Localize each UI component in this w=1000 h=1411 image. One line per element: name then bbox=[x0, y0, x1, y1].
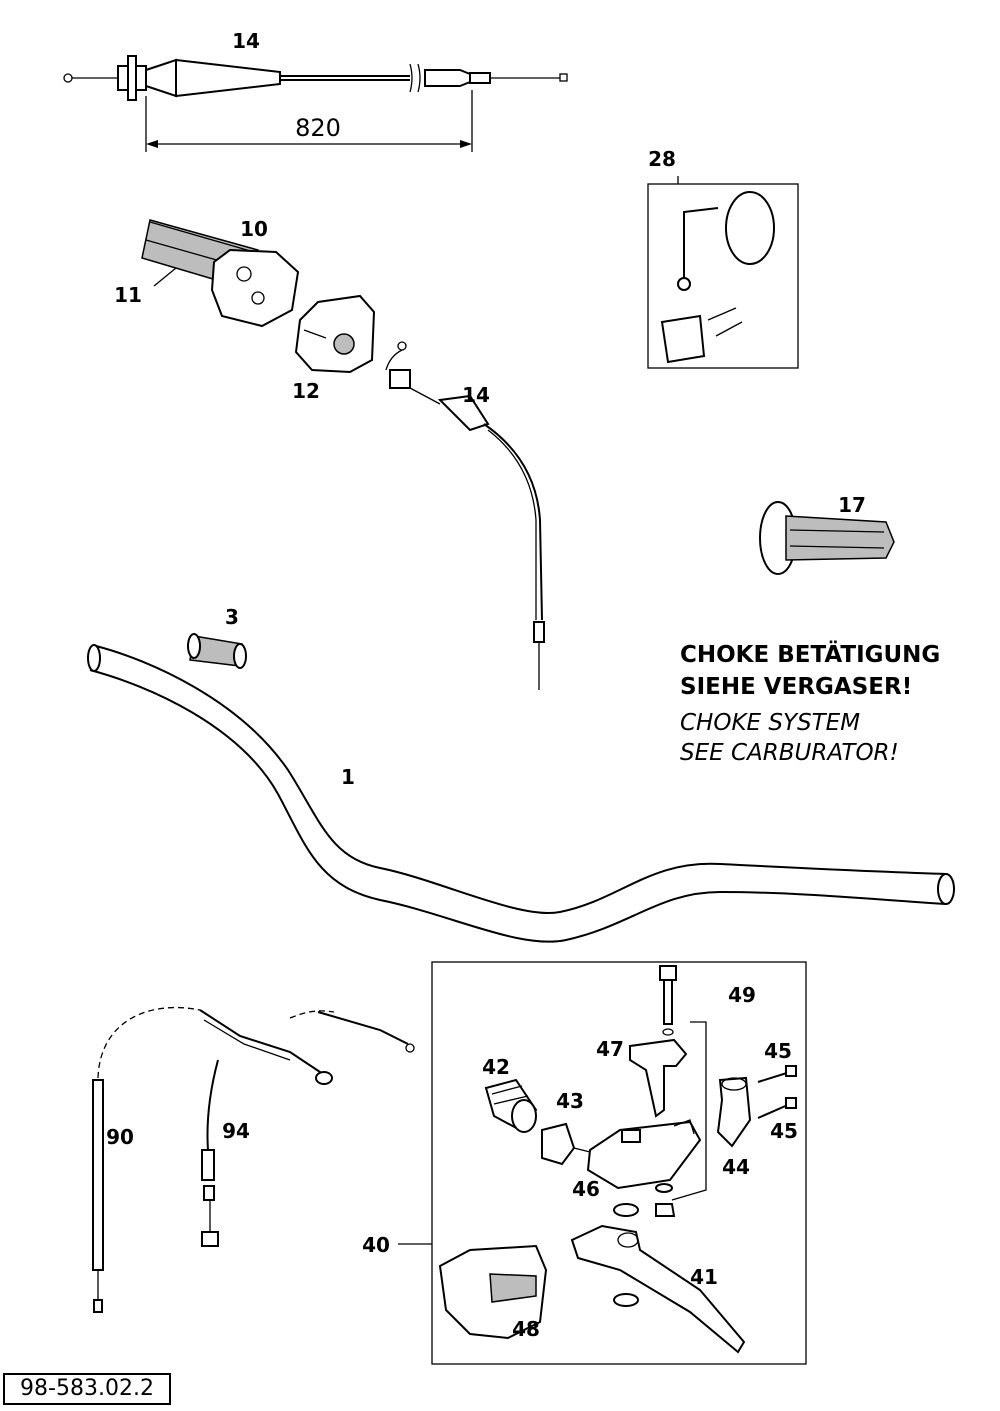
label-part-12: 12 bbox=[292, 379, 320, 403]
label-part-44: 44 bbox=[722, 1155, 750, 1179]
label-part-48: 48 bbox=[512, 1317, 540, 1341]
left-grip-part-17 bbox=[759, 501, 895, 575]
clutch-assembly-part-40 bbox=[398, 961, 807, 1365]
note-de-line-1: CHOKE BETÄTIGUNG bbox=[680, 640, 940, 668]
label-part-14-top: 14 bbox=[232, 29, 260, 53]
label-part-17: 17 bbox=[838, 493, 866, 517]
label-part-10: 10 bbox=[240, 217, 268, 241]
label-part-49: 49 bbox=[728, 983, 756, 1007]
handlebar-part-1 bbox=[87, 644, 955, 943]
label-part-90: 90 bbox=[106, 1125, 134, 1149]
dimension-value: 820 bbox=[295, 114, 341, 142]
label-part-43: 43 bbox=[556, 1089, 584, 1113]
label-part-42: 42 bbox=[482, 1055, 510, 1079]
label-part-94: 94 bbox=[222, 1119, 250, 1143]
label-part-14-mid: 14 bbox=[462, 383, 490, 407]
label-part-45-a: 45 bbox=[764, 1039, 792, 1063]
label-part-46: 46 bbox=[572, 1177, 600, 1201]
label-part-11: 11 bbox=[114, 283, 142, 307]
clutch-cable-part-90 bbox=[92, 1006, 201, 1313]
choke-cable-part-14 bbox=[385, 341, 545, 690]
note-en-line-2: SEE CARBURATOR! bbox=[680, 740, 899, 766]
throttle-cable-part-14 bbox=[63, 55, 568, 101]
mirror-part-28 bbox=[647, 176, 799, 369]
throttle-grip-part-10-11 bbox=[141, 219, 300, 328]
dimension-line bbox=[145, 90, 473, 152]
note-en-line-1: CHOKE SYSTEM bbox=[680, 710, 860, 736]
clutch-cable-part-94 bbox=[199, 1009, 415, 1247]
housing-cover-part-12 bbox=[294, 294, 376, 374]
label-part-28: 28 bbox=[648, 147, 676, 171]
label-part-3: 3 bbox=[225, 605, 239, 629]
label-part-47: 47 bbox=[596, 1037, 624, 1061]
document-number: 98-583.02.2 bbox=[3, 1373, 171, 1405]
label-part-45-b: 45 bbox=[770, 1119, 798, 1143]
label-part-1: 1 bbox=[341, 765, 355, 789]
label-part-40: 40 bbox=[362, 1233, 390, 1257]
label-part-41: 41 bbox=[690, 1265, 718, 1289]
note-de-line-2: SIEHE VERGASER! bbox=[680, 674, 912, 700]
sleeve-part-3 bbox=[187, 633, 247, 669]
